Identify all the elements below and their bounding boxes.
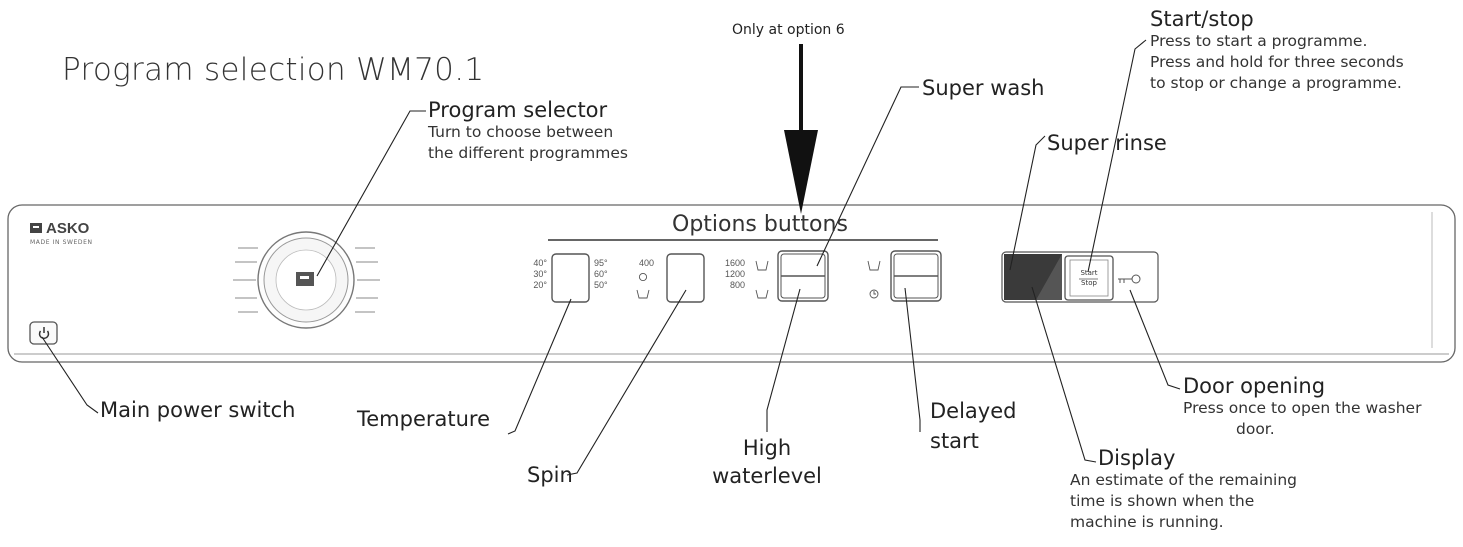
display-label: Display — [1098, 446, 1176, 470]
display-desc-3: machine is running. — [1070, 513, 1224, 531]
temperature-label: Temperature — [357, 407, 491, 431]
spin-values-left: 400 — [624, 258, 654, 269]
door-opening-label: Door opening — [1183, 374, 1326, 398]
control-panel — [7, 204, 1456, 363]
display-callout: Display — [1098, 446, 1175, 470]
temp-value: 40° — [533, 258, 547, 268]
spin-values-right: 1600 1200 800 — [719, 258, 745, 291]
door-opening-desc-2: door. — [1236, 420, 1275, 438]
program-selector-dial — [233, 231, 380, 329]
door-opening-callout: Door opening Press once to open the wash… — [1183, 374, 1421, 440]
start-stop-label: Start/stop — [1150, 7, 1254, 31]
high-waterlevel-line-2: waterlevel — [712, 464, 822, 488]
spin-value: 800 — [729, 280, 745, 290]
temp-value: 50° — [594, 280, 608, 290]
program-selector-desc-2: the different programmes — [428, 144, 628, 162]
temp-value: 60° — [594, 269, 608, 279]
super-rinse-basin-icon — [867, 260, 881, 271]
high-waterlevel-button — [777, 250, 829, 302]
spin-button — [666, 253, 705, 303]
program-selector-callout: Program selector Turn to choose between … — [428, 98, 628, 164]
temp-value: 20° — [533, 280, 547, 290]
main-power-switch-label: Main power switch — [100, 398, 296, 422]
temperature-button — [551, 253, 590, 303]
temperature-values-right: 95° 60° 50° — [594, 258, 608, 291]
spin-value: 400 — [638, 258, 654, 268]
display-desc-2: time is shown when the — [1070, 492, 1255, 510]
temp-value: 30° — [533, 269, 547, 279]
brand-name: ASKO — [46, 220, 90, 237]
spin-value: 1600 — [724, 258, 745, 268]
start-stop-button[interactable]: Start Stop — [1070, 268, 1108, 288]
start-label: Start — [1080, 269, 1098, 277]
delayed-start-label: Delayed start — [930, 396, 1016, 456]
program-selector-desc-1: Turn to choose between — [428, 123, 614, 141]
clock-hands-icon — [873, 291, 876, 295]
option-6-arrow — [784, 44, 818, 214]
door-key-icon — [1118, 274, 1141, 284]
delayed-start-line-2: start — [930, 429, 979, 453]
door-opening-desc-1: Press once to open the washer — [1183, 399, 1422, 417]
high-waterlevel-label: High waterlevel — [682, 434, 852, 490]
asko-dial-logo-icon — [296, 272, 314, 286]
start-stop-desc-2: Press and hold for three seconds — [1150, 53, 1404, 71]
arrow-note: Only at option 6 — [732, 22, 845, 38]
clock-icon — [869, 289, 879, 299]
start-stop-callout: Start/stop Press to start a programme. P… — [1150, 7, 1404, 94]
temp-value: 95° — [594, 258, 608, 268]
temperature-values-left: 40° 30° 20° — [529, 258, 547, 291]
start-stop-desc-1: Press to start a programme. — [1150, 32, 1368, 50]
page-title: Program selection WM70.1 — [62, 52, 485, 88]
stop-label: Stop — [1081, 279, 1097, 287]
power-button — [29, 321, 58, 345]
display-desc-1: An estimate of the remaining — [1070, 471, 1297, 489]
spin-value: 1200 — [724, 269, 745, 279]
delayed-start-line-1: Delayed — [930, 399, 1017, 423]
display-panel — [1001, 251, 1159, 303]
options-buttons-title: Options buttons — [672, 212, 848, 237]
start-stop-desc-3: to stop or change a programme. — [1150, 74, 1402, 92]
asko-logo-icon — [30, 223, 42, 233]
display-desc: An estimate of the remaining time is sho… — [1070, 470, 1297, 533]
program-selector-label: Program selector — [428, 98, 608, 122]
brand-subtitle: MADE IN SWEDEN — [30, 239, 93, 246]
super-wash-label: Super wash — [922, 76, 1045, 100]
super-rinse-label: Super rinse — [1047, 131, 1167, 155]
spin-label: Spin — [527, 463, 573, 487]
delayed-start-button — [890, 250, 942, 302]
high-waterlevel-line-1: High — [742, 436, 792, 460]
